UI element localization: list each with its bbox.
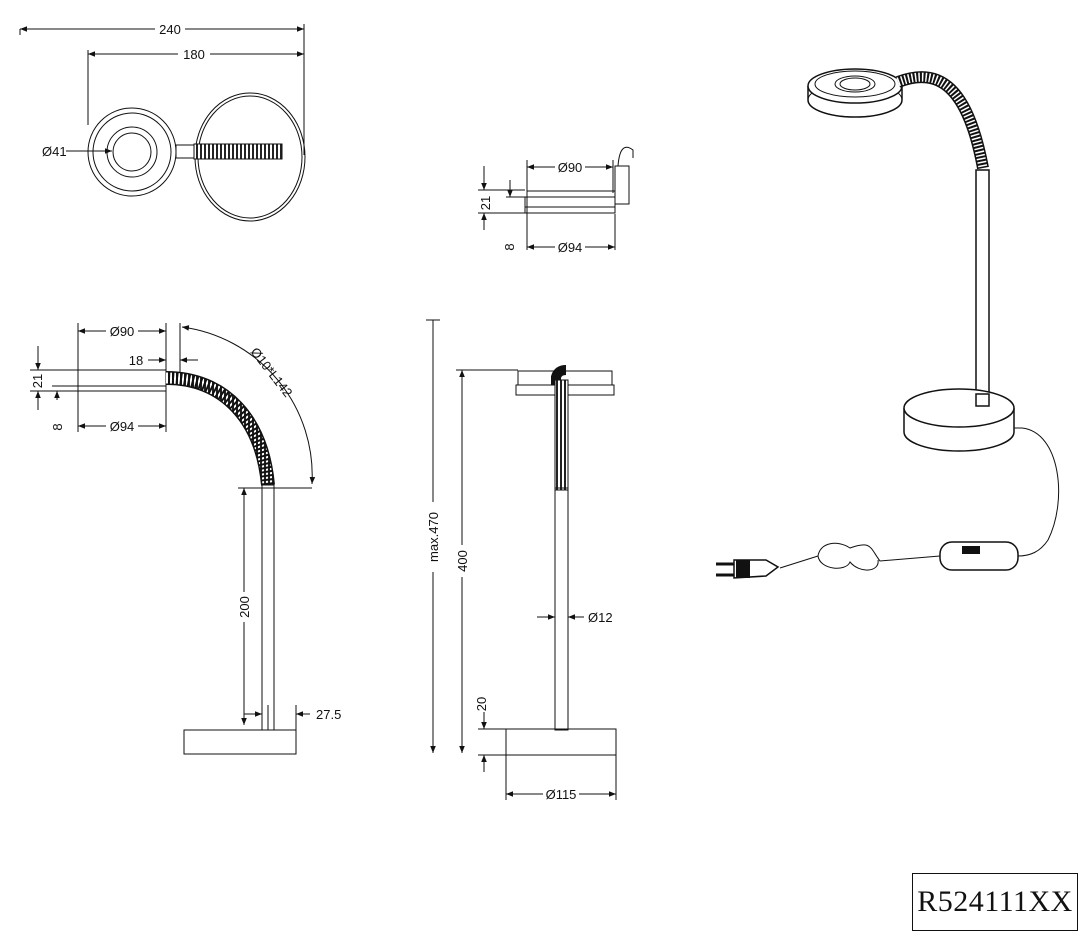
side-lower-height-label: 8 (50, 423, 65, 430)
top-view: 240 180 Ø41 (19, 22, 306, 222)
front-stem (554, 487, 569, 731)
head-lower (524, 196, 616, 214)
head-upper (526, 190, 616, 198)
stem-height-label: 200 (237, 596, 252, 618)
side-base (183, 729, 297, 755)
max-height-label: max.470 (426, 512, 441, 562)
side-head (77, 369, 167, 387)
front-gooseneck (554, 379, 569, 491)
persp-base-top (903, 388, 1015, 428)
head-upper-height-label: 21 (478, 196, 493, 210)
product-code: R524111XX (917, 885, 1073, 918)
perspective-view (716, 68, 1060, 579)
front-view: max.470 400 Ø12 20 Ø115 (426, 319, 617, 802)
lens-diameter-label: Ø41 (42, 144, 67, 159)
head-to-stem-width-label: 180 (183, 47, 205, 62)
stem-offset-label: 27.5 (316, 707, 341, 722)
persp-stem (975, 169, 990, 407)
persp-head-top (807, 68, 903, 104)
overall-width-label: 240 (159, 22, 181, 37)
side-stem (261, 484, 275, 731)
flex-arm-label: Ø10*L142 (248, 345, 296, 400)
front-base (505, 728, 617, 756)
head-inner-ring (92, 112, 172, 192)
base-height-label: 20 (474, 697, 489, 711)
side-offset-label: 18 (129, 353, 143, 368)
side-view: Ø90 18 Ø10*L142 21 8 Ø94 (30, 323, 341, 755)
stem-diameter-label: Ø12 (588, 610, 613, 625)
lens-inner (112, 132, 152, 172)
persp-lens (834, 75, 876, 93)
front-height-label: 400 (455, 550, 470, 572)
head-detail: Ø90 Ø94 21 8 (478, 146, 634, 255)
side-bottom-diameter-label: Ø94 (110, 419, 135, 434)
head-outer-ring (87, 107, 177, 197)
persp-cord (1014, 427, 1060, 557)
product-code-box: R524111XX (912, 873, 1078, 931)
base-diameter-label: Ø115 (546, 787, 577, 802)
side-top-diameter-label: Ø90 (110, 324, 135, 339)
lens-outer (106, 126, 158, 178)
head-bottom-diameter-label: Ø94 (558, 240, 583, 255)
gooseneck-top (193, 143, 283, 160)
side-upper-height-label: 21 (30, 374, 45, 388)
head-top-diameter-label: Ø90 (558, 160, 583, 175)
head-lower-height-label: 8 (502, 243, 517, 250)
